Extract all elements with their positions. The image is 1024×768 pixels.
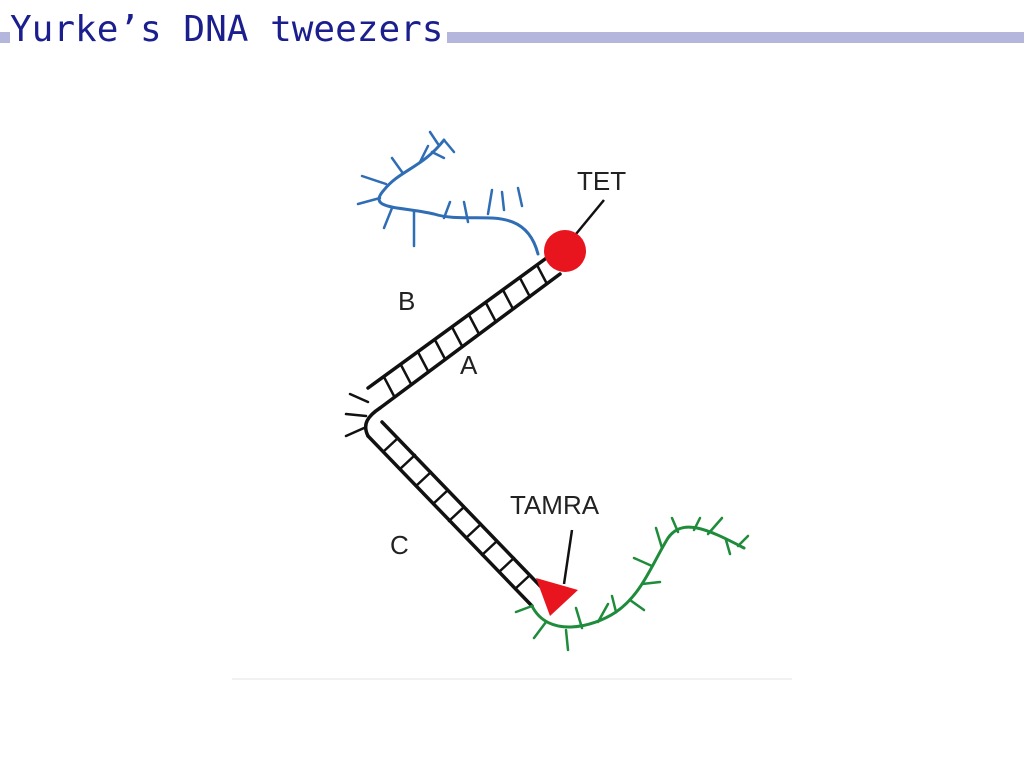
title-rule — [0, 32, 1024, 43]
strand-b-label: B — [398, 286, 415, 316]
strand-a-label: A — [460, 350, 478, 380]
tamra-leader-line — [562, 529, 574, 585]
diagram-panel: TET TAMRA B A C — [232, 118, 792, 680]
tet-label: TET — [577, 166, 626, 196]
tamra-marker-icon — [536, 578, 578, 616]
tweezers-diagram: TET TAMRA B A C — [344, 130, 750, 652]
duplex-c — [366, 420, 548, 608]
strand-c-overhang — [514, 516, 750, 652]
strand-b-overhang — [356, 130, 540, 256]
tamra-label: TAMRA — [510, 490, 600, 520]
duplex-ab — [366, 252, 562, 410]
strand-c-label: C — [390, 530, 409, 560]
hinge — [344, 392, 382, 438]
tet-leader-line — [575, 199, 605, 235]
tet-marker-icon — [544, 230, 586, 272]
slide-title: Yurke’s DNA tweezers — [10, 6, 448, 54]
